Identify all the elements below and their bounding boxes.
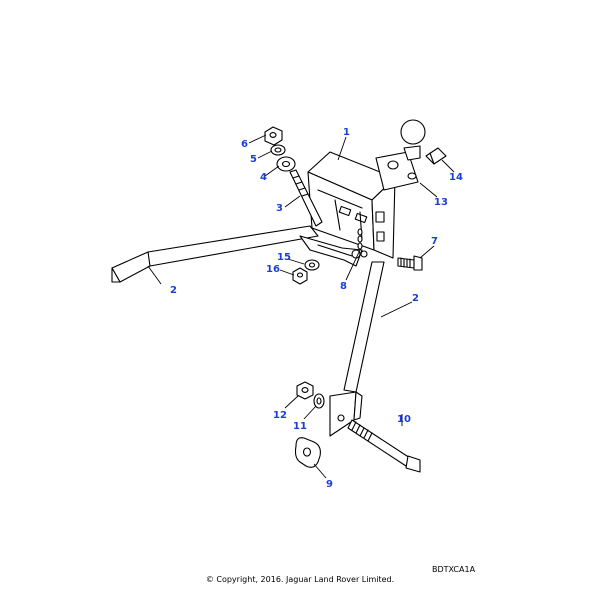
callout-16: 16 xyxy=(266,264,280,275)
callout-11: 11 xyxy=(293,421,307,432)
stud-3 xyxy=(289,169,323,227)
main-bracket xyxy=(307,151,396,259)
washer-11 xyxy=(313,393,325,409)
callout-2-left: 2 xyxy=(170,285,177,296)
washer-15 xyxy=(304,259,320,271)
nut-16 xyxy=(292,267,308,285)
stay-arm-left xyxy=(111,225,319,283)
callout-5: 5 xyxy=(250,154,257,165)
bolt-7 xyxy=(397,255,423,271)
clevis-bracket xyxy=(299,235,368,267)
copyright-notice: © Copyright, 2016. Jaguar Land Rover Lim… xyxy=(205,575,395,584)
tow-ball xyxy=(375,119,426,191)
plate-9 xyxy=(294,437,321,468)
chain-8 xyxy=(357,228,363,250)
callout-7: 7 xyxy=(431,236,438,247)
callout-12: 12 xyxy=(273,410,287,421)
callout-10: 10 xyxy=(397,414,411,425)
callout-15: 15 xyxy=(277,252,291,263)
bolt-10 xyxy=(347,419,421,473)
washer-5 xyxy=(270,144,286,156)
stay-arm-vertical xyxy=(329,261,385,437)
bolt-14 xyxy=(425,147,447,165)
callout-4: 4 xyxy=(260,172,267,183)
nut-6 xyxy=(264,126,283,146)
callouts: 1 2 2 3 4 5 6 7 8 9 10 11 12 13 14 15 16 xyxy=(170,127,463,490)
callout-9: 9 xyxy=(326,479,333,490)
callout-6: 6 xyxy=(241,139,248,150)
callout-13: 13 xyxy=(434,197,448,208)
callout-1: 1 xyxy=(343,127,350,138)
callout-14: 14 xyxy=(449,172,463,183)
washer-4 xyxy=(276,156,296,172)
callout-3: 3 xyxy=(276,203,283,214)
reference-code: BDTXCA1A xyxy=(432,565,476,574)
callout-8: 8 xyxy=(340,281,347,292)
callout-2-right: 2 xyxy=(412,293,419,304)
nut-12 xyxy=(296,381,314,400)
leader-lines xyxy=(147,134,455,479)
